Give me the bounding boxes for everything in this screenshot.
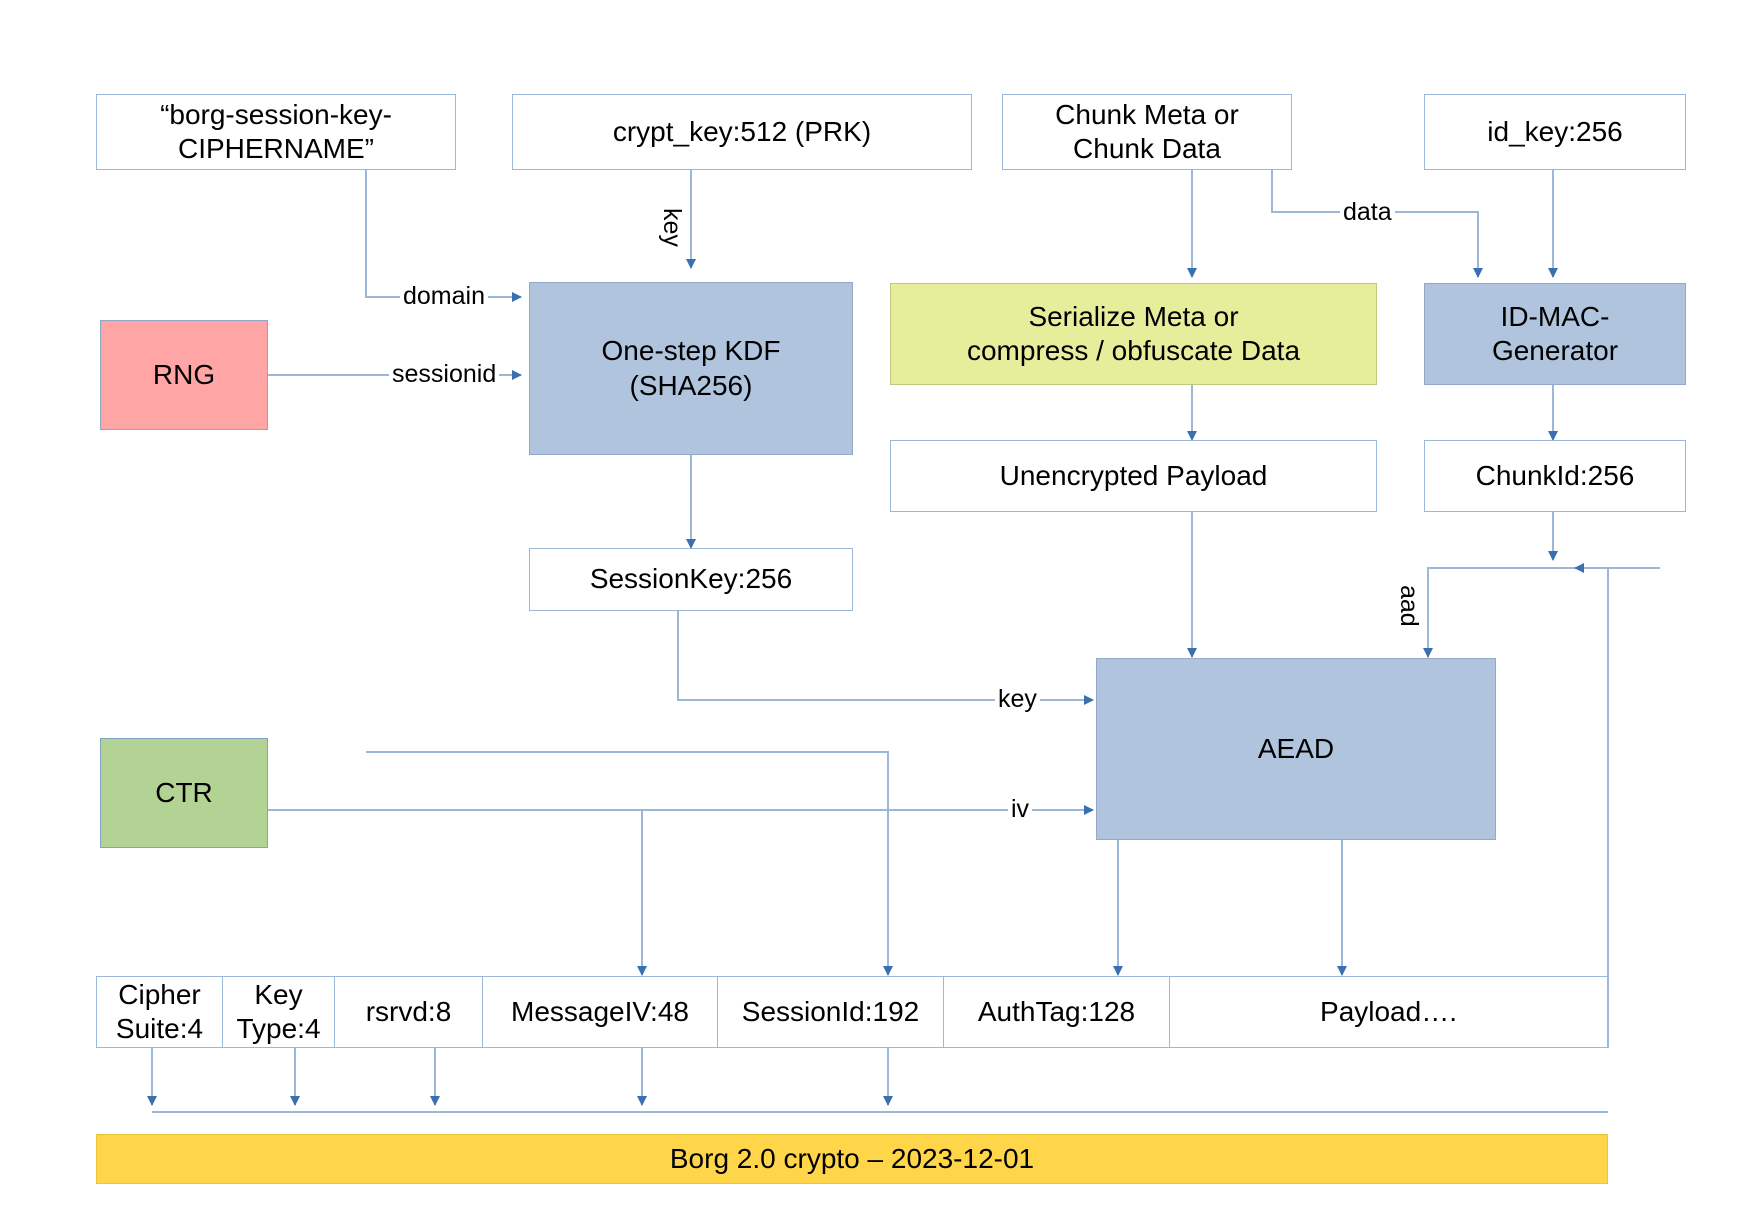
packet-field: Cipher Suite:4 (97, 977, 223, 1047)
chunk-id-label: ChunkId:256 (1475, 459, 1635, 491)
id-mac-line-1: ID-MAC- (1500, 300, 1610, 332)
unencrypted-payload-label: Unencrypted Payload (999, 459, 1268, 491)
chunk-input-line-2: Chunk Data (1073, 133, 1221, 164)
footer-banner: Borg 2.0 crypto – 2023-12-01 (96, 1134, 1608, 1184)
packet-field: AuthTag:128 (944, 977, 1170, 1047)
packet-field-line: rsrvd:8 (365, 996, 452, 1028)
packet-field: MessageIV:48 (483, 977, 718, 1047)
packet-field-line: SessionId:192 (741, 996, 920, 1028)
rng-label: RNG (152, 358, 216, 390)
packet-field-line: Cipher (118, 979, 201, 1011)
id-key-label: id_key:256 (1487, 115, 1623, 147)
packet-field: SessionId:192 (718, 977, 944, 1047)
packet-field: rsrvd:8 (335, 977, 483, 1047)
edge-label-domain: domain (400, 284, 488, 309)
packet-field: Payload…. (1170, 977, 1607, 1047)
footer-banner-label: Borg 2.0 crypto – 2023-12-01 (669, 1143, 1035, 1174)
node-kdf: One-step KDF (SHA256) (529, 282, 853, 455)
edge-label-data: data (1340, 200, 1395, 225)
packet-field-line: Key (254, 979, 303, 1011)
aead-label: AEAD (1257, 732, 1335, 764)
packet-field: Key Type:4 (223, 977, 335, 1047)
edge-label-sessionid: sessionid (389, 362, 500, 387)
node-aead: AEAD (1096, 658, 1496, 840)
edge-label-iv-to-aead: iv (1008, 797, 1033, 822)
packet-field-line: Payload…. (1320, 996, 1457, 1028)
edge-label-key-to-aead: key (995, 687, 1040, 712)
node-chunk-id: ChunkId:256 (1424, 440, 1686, 512)
node-unencrypted-payload: Unencrypted Payload (890, 440, 1377, 512)
crypt-key-label: crypt_key:512 (PRK) (612, 115, 872, 147)
node-session-key: SessionKey:256 (529, 548, 853, 611)
packet-field-line: Suite:4 (115, 1013, 204, 1044)
serialize-line-2: compress / obfuscate Data (966, 335, 1301, 366)
node-crypt-key: crypt_key:512 (PRK) (512, 94, 972, 170)
id-mac-line-2: Generator (1491, 335, 1619, 366)
node-rng: RNG (100, 320, 268, 430)
serialize-line-1: Serialize Meta or (1028, 300, 1239, 332)
domain-string-line-2: CIPHERNAME” (177, 133, 374, 164)
packet-field-line: AuthTag:128 (977, 996, 1136, 1028)
kdf-line-1: One-step KDF (601, 335, 781, 367)
node-ctr: CTR (100, 738, 268, 848)
node-id-mac-generator: ID-MAC- Generator (1424, 283, 1686, 385)
ctr-label: CTR (155, 776, 213, 808)
packet-field-row: Cipher Suite:4 Key Type:4 rsrvd:8 Messag… (96, 976, 1608, 1048)
edge-label-aad-to-aead: aad (1395, 585, 1423, 627)
packet-field-line: Type:4 (236, 1013, 321, 1044)
node-domain-string: “borg-session-key- CIPHERNAME” (96, 94, 456, 170)
kdf-line-2: (SHA256) (629, 369, 753, 401)
node-id-key: id_key:256 (1424, 94, 1686, 170)
domain-string-line-1: “borg-session-key- (160, 98, 392, 130)
packet-field-line: MessageIV:48 (511, 996, 689, 1028)
node-chunk-input: Chunk Meta or Chunk Data (1002, 94, 1292, 170)
edge-label-key-to-kdf: key (658, 208, 686, 247)
session-key-label: SessionKey:256 (589, 563, 793, 595)
node-serialize: Serialize Meta or compress / obfuscate D… (890, 283, 1377, 385)
chunk-input-line-1: Chunk Meta or (1055, 98, 1239, 130)
